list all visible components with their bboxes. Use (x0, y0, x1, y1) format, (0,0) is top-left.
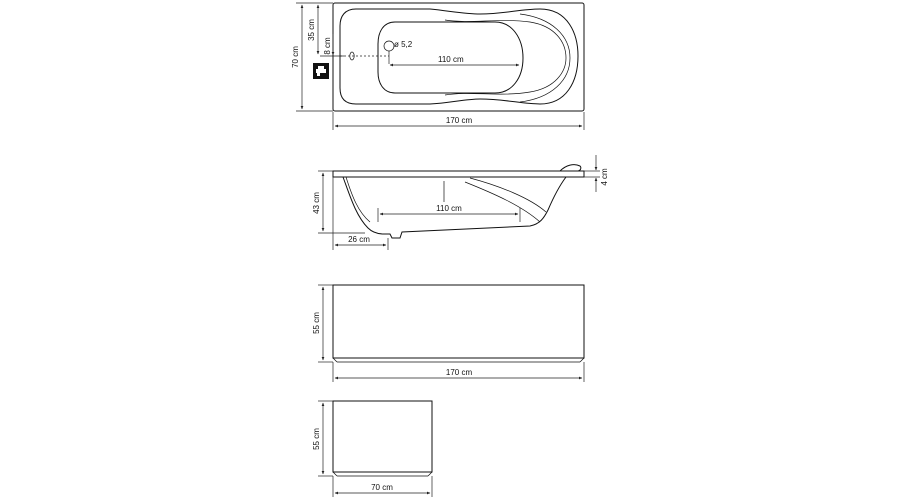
basin-outline (339, 8, 579, 105)
drain-diameter-label: ø 5,2 (394, 40, 413, 49)
inner-length-top-label: 110 cm (438, 55, 464, 64)
tub-outline-top (332, 2, 585, 112)
tub-body-profile (342, 176, 567, 239)
inner-curve-left (345, 176, 371, 223)
width-label: 70 cm (291, 46, 300, 68)
headrest-line-lower (444, 57, 567, 96)
top-view: ø 5,2 110 cm 70 cm 35 cm 8 cm 170 cm (291, 2, 585, 130)
drain-position-label: 26 cm (348, 235, 370, 244)
headrest-line-upper (444, 19, 567, 59)
front-panel-view: 55 cm 170 cm (312, 284, 585, 382)
inner-curve-right (464, 181, 541, 223)
length-top-label: 170 cm (446, 116, 473, 125)
front-length-label: 170 cm (446, 368, 473, 377)
half-width-label: 35 cm (307, 19, 316, 41)
depth-label: 43 cm (312, 192, 321, 214)
side-view: 110 cm 43 cm 4 cm 26 cm (312, 155, 609, 250)
drain-offset-label: 8 cm (323, 37, 332, 55)
rim-height-label: 4 cm (600, 168, 609, 186)
end-width-label: 70 cm (371, 483, 393, 492)
inner-length-side-label: 110 cm (436, 204, 462, 213)
front-height-label: 55 cm (312, 312, 321, 334)
faucet-icon (313, 63, 329, 79)
end-panel (332, 400, 433, 473)
front-panel (332, 284, 585, 359)
inner-curve-right-2 (469, 177, 547, 213)
end-height-label: 55 cm (312, 428, 321, 450)
headrest-hump (559, 164, 582, 172)
end-panel-view: 55 cm 70 cm (312, 400, 433, 497)
inner-basin (377, 21, 524, 94)
rim (332, 170, 585, 178)
drain-hole (383, 40, 395, 52)
headrest-line-arc (519, 13, 571, 103)
